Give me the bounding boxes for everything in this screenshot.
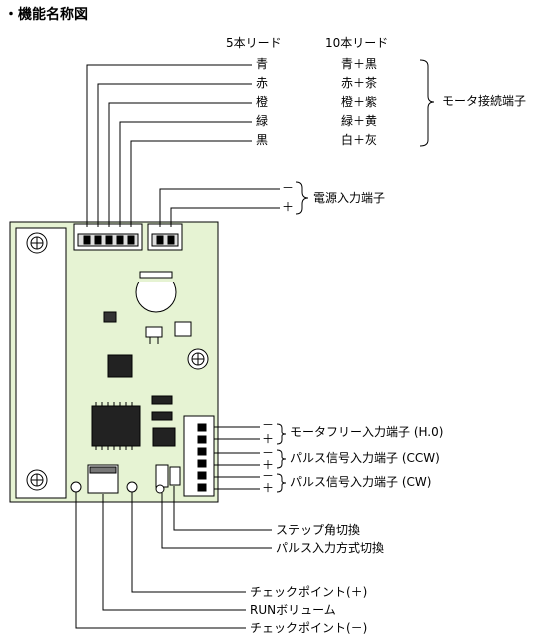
signal-plus-3: ＋ <box>262 481 275 495</box>
lead-ten-3: 橙＋紫 <box>341 95 378 109</box>
signal-minus-3: － <box>262 469 275 483</box>
power-terminal-label: 電源入力端子 <box>313 191 386 205</box>
ic-chip-4 <box>152 427 176 447</box>
lead-ten-1: 青＋黒 <box>341 57 378 71</box>
power-brace <box>295 181 309 215</box>
lead-ten-2: 赤＋茶 <box>341 76 378 90</box>
motor-brace <box>419 59 435 147</box>
microcontroller <box>91 402 141 450</box>
signal-lead-lines <box>214 426 260 490</box>
lead-five-4: 緑 <box>256 114 269 128</box>
signal-plus-1: ＋ <box>262 432 275 446</box>
step-angle-switch <box>169 466 181 486</box>
motor-lead-lines <box>86 64 252 227</box>
ic-chip-2 <box>151 395 173 405</box>
switch-small <box>174 321 192 337</box>
motor-terminal-label: モータ接続端子 <box>442 94 527 108</box>
step-angle-label: ステップ角切換 <box>276 523 361 537</box>
lead-five-5: 黒 <box>256 133 269 147</box>
motor-free-input-label: モータフリー入力端子 (H.0) <box>290 425 444 439</box>
screw-bottom-left <box>26 469 48 491</box>
lead-ten-5: 白＋灰 <box>341 133 378 147</box>
lead-five-1: 青 <box>256 57 269 71</box>
power-plus: ＋ <box>282 200 295 214</box>
checkpoint-minus-label: チェックポイント(－) <box>250 621 368 635</box>
small-chip-1 <box>103 311 117 323</box>
checkpoint-minus <box>70 481 82 493</box>
run-volume-label: RUNボリューム <box>250 603 336 617</box>
signal-minus-2: － <box>262 446 275 460</box>
checkpoint-plus <box>126 481 138 493</box>
lead-five-3: 橙 <box>256 95 269 109</box>
control-lead-lines <box>75 486 272 629</box>
header-five-lead: 5本リード <box>226 36 282 50</box>
signal-braces <box>276 423 287 493</box>
pulse-ccw-label: パルス信号入力端子 (CCW) <box>290 451 440 465</box>
screw-right <box>187 348 209 370</box>
screw-top-left <box>26 232 48 254</box>
header-ten-lead: 10本リード <box>325 36 389 50</box>
pulse-mode-label: パルス入力方式切換 <box>276 541 385 555</box>
pulse-cw-label: パルス信号入力端子 (CW) <box>290 475 432 489</box>
lead-five-2: 赤 <box>256 76 269 90</box>
signal-minus-1: － <box>262 418 275 432</box>
ic-chip-1 <box>107 354 133 378</box>
page-title: ・機能名称図 <box>4 7 88 23</box>
lead-ten-4: 緑＋黄 <box>341 114 378 128</box>
pulse-mode-switch <box>155 464 169 488</box>
transistor <box>145 326 163 338</box>
ic-chip-3 <box>151 411 173 421</box>
checkpoint-plus-label: チェックポイント(＋) <box>250 585 368 599</box>
power-lead-lines <box>159 188 280 227</box>
power-minus: － <box>282 181 295 195</box>
board-side-panel <box>15 227 67 499</box>
signal-plus-2: ＋ <box>262 458 275 472</box>
